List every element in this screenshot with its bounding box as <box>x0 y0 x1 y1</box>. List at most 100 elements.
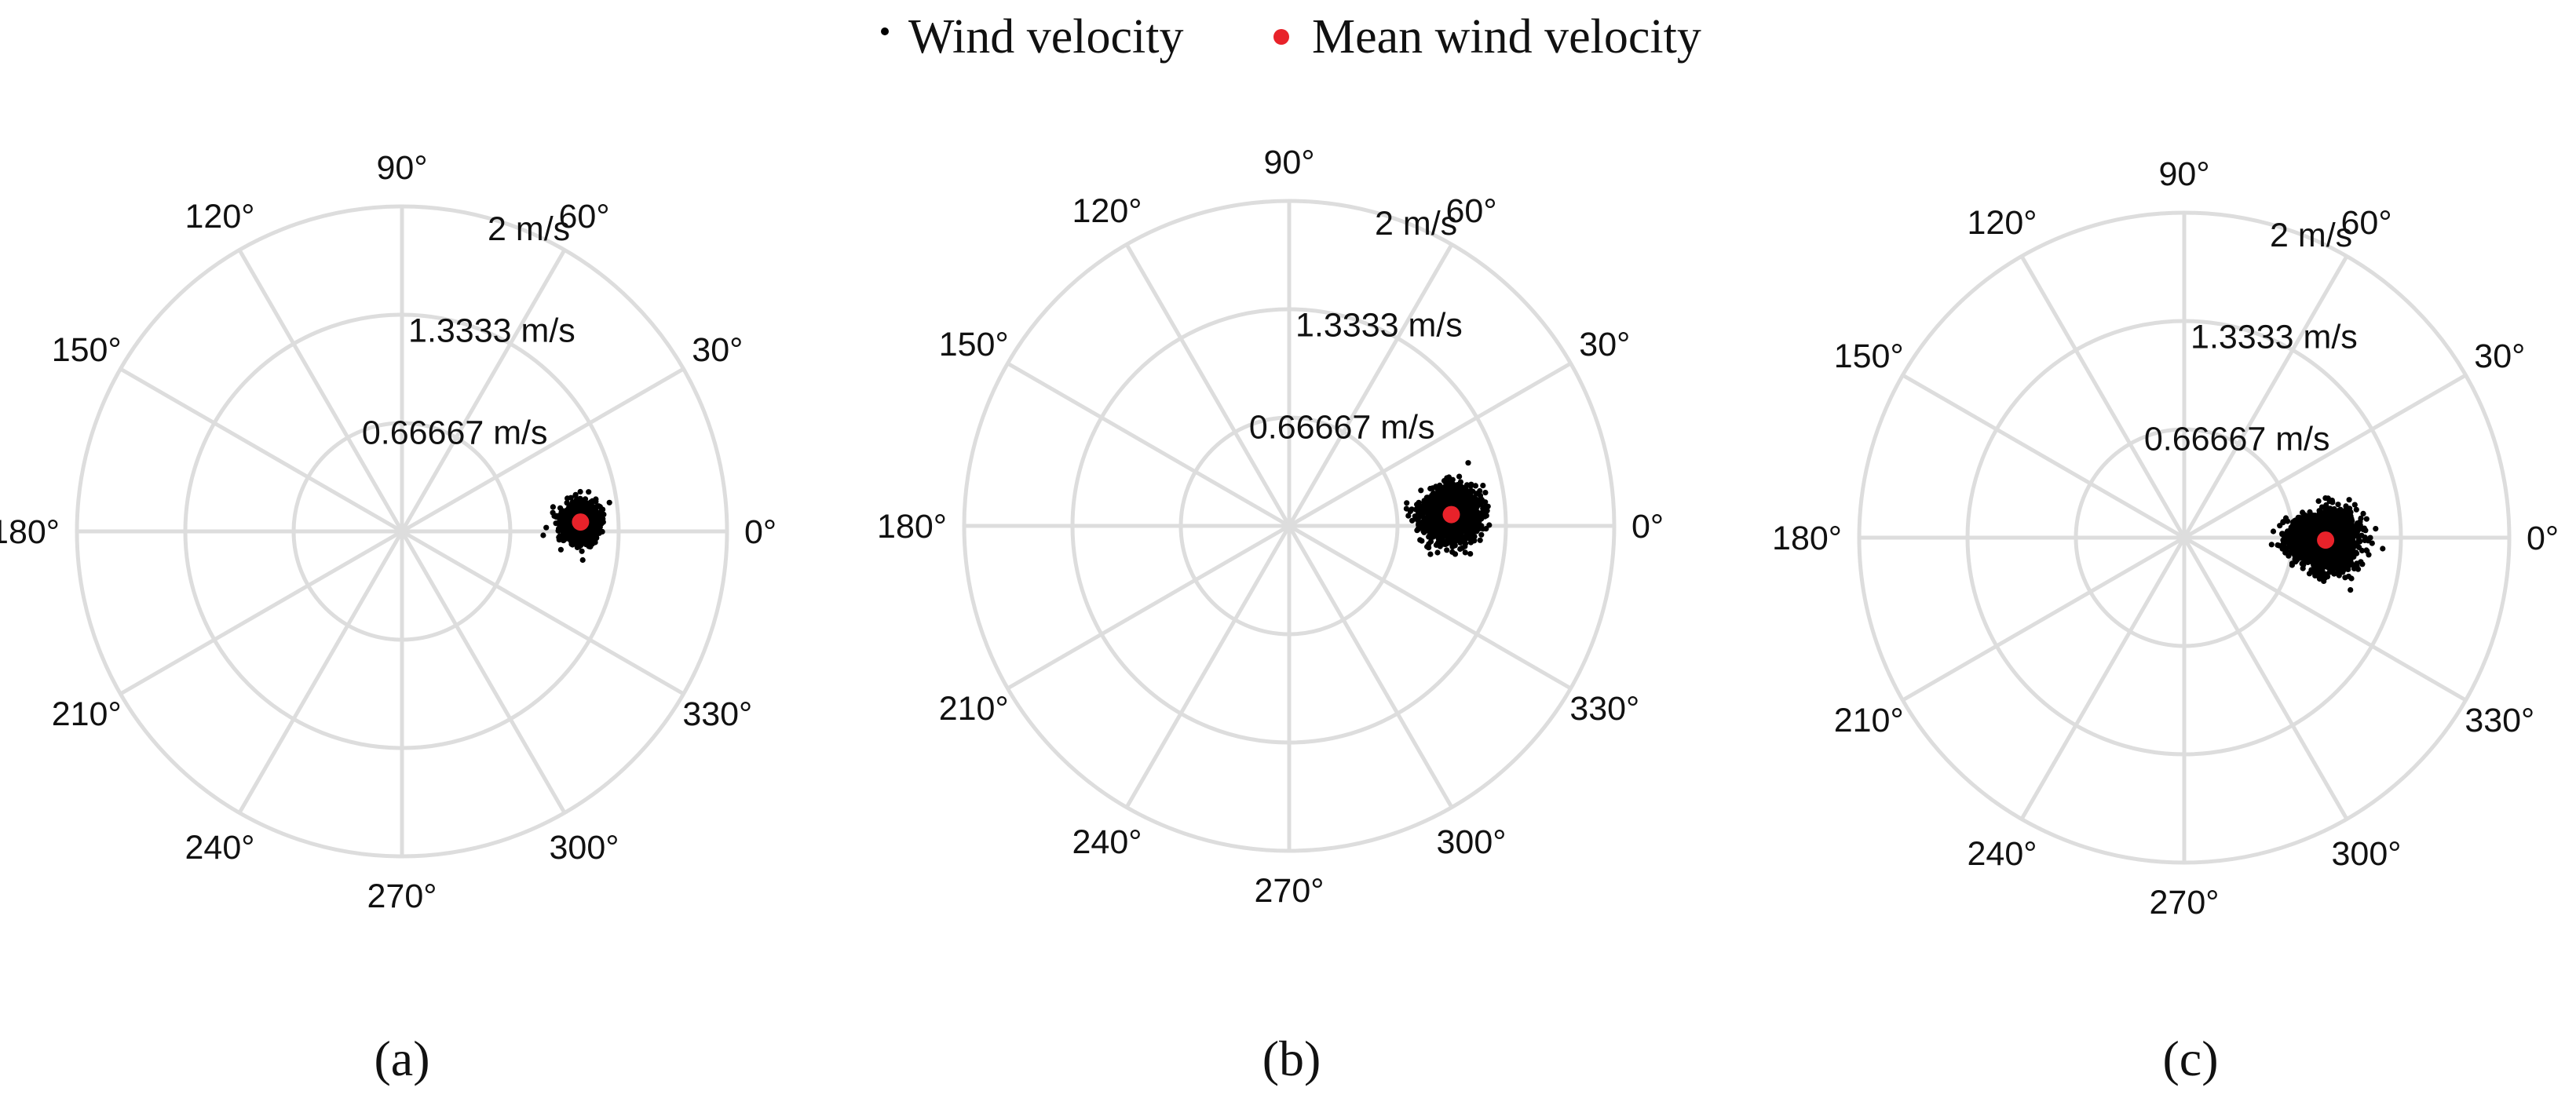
wind-velocity-point <box>1415 516 1421 522</box>
wind-velocity-point <box>550 504 557 510</box>
wind-velocity-point <box>1485 503 1491 509</box>
wind-velocity-point <box>586 489 592 495</box>
angular-grid-line <box>400 249 567 533</box>
wind-velocity-point <box>580 539 586 546</box>
angle-tick-label: 180° <box>0 513 60 551</box>
wind-velocity-point <box>1440 502 1447 508</box>
wind-velocity-point <box>590 504 597 510</box>
angular-grid-line <box>1007 361 1291 528</box>
angular-grid-line <box>1288 361 1572 528</box>
wind-velocity-point <box>2353 506 2359 513</box>
angle-tick-label: 30° <box>1579 326 1630 363</box>
legend: Wind velocity Mean wind velocity <box>881 10 1701 64</box>
radial-tick-label: 1.3333 m/s <box>1295 307 1463 345</box>
wind-velocity-point <box>1474 509 1481 515</box>
wind-velocity-point <box>582 502 588 508</box>
angular-grid-line <box>119 367 404 534</box>
angle-tick-label: 210° <box>52 695 122 733</box>
wind-velocity-point <box>601 511 607 518</box>
wind-velocity-point <box>1460 527 1467 533</box>
wind-velocity-point <box>1418 487 1424 494</box>
wind-velocity-point <box>1427 551 1434 557</box>
wind-velocity-point <box>1430 523 1437 530</box>
wind-velocity-point <box>1463 482 1471 488</box>
angular-grid-line <box>1902 373 2186 540</box>
wind-velocity-point <box>1474 503 1481 509</box>
wind-velocity-point <box>574 501 580 507</box>
wind-velocity-point <box>1426 528 1432 535</box>
angular-grid-line <box>1287 243 1454 527</box>
angle-tick-label: 90° <box>376 149 427 187</box>
wind-velocity-point <box>562 531 568 538</box>
wind-velocity-point <box>1430 485 1436 491</box>
wind-velocity-point <box>1426 545 1432 551</box>
wind-velocity-point <box>1434 549 1441 556</box>
radial-tick-label: 1.3333 m/s <box>408 312 575 350</box>
wind-velocity-point <box>543 524 550 531</box>
wind-velocity-point <box>1456 473 1463 480</box>
wind-velocity-point <box>568 528 574 535</box>
wind-velocity-point <box>566 504 572 510</box>
wind-velocity-point <box>1417 537 1423 543</box>
mean-wind-velocity-point <box>572 513 590 531</box>
wind-velocity-point <box>587 514 594 520</box>
wind-velocity-point <box>572 509 579 515</box>
wind-velocity-point <box>1456 491 1463 498</box>
wind-velocity-point <box>561 525 568 531</box>
wind-velocity-point <box>1446 491 1452 498</box>
wind-velocity-point <box>1465 460 1471 466</box>
wind-velocity-point <box>1478 531 1485 538</box>
legend-marker-wind-velocity <box>881 27 889 35</box>
angular-grid-line <box>400 530 567 814</box>
panel-label: (b) <box>1262 1031 1321 1086</box>
radial-tick-label: 2 m/s <box>488 210 570 248</box>
mean-wind-velocity-point <box>1442 505 1460 524</box>
angle-tick-label: 0° <box>744 513 776 551</box>
wind-velocity-point <box>1424 502 1431 509</box>
wind-velocity-point <box>587 534 594 540</box>
wind-velocity-points <box>1403 460 1493 557</box>
wind-velocity-point <box>1452 487 1459 493</box>
polar-panel-c: 0°30°60°90°120°150°180°210°240°270°300°3… <box>1772 155 2559 1086</box>
wind-velocity-point <box>1473 527 1479 534</box>
wind-velocity-point <box>1480 483 1486 489</box>
wind-velocity-point <box>1426 518 1432 524</box>
wind-velocity-point <box>2373 526 2379 532</box>
wind-velocity-point <box>590 524 597 530</box>
wind-velocity-point <box>557 524 563 530</box>
angle-tick-label: 300° <box>1437 823 1507 861</box>
angle-tick-label: 240° <box>1072 823 1142 861</box>
wind-velocity-point <box>2363 516 2370 522</box>
angular-grid-line <box>2019 255 2187 539</box>
angle-tick-label: 270° <box>1255 872 1325 910</box>
wind-velocity-point <box>1409 517 1416 524</box>
wind-velocity-point <box>1445 474 1452 480</box>
panel-label: (a) <box>374 1031 429 1086</box>
angular-grid-line <box>400 529 685 696</box>
wind-velocity-point <box>1458 518 1464 525</box>
legend-label-wind-velocity: Wind velocity <box>908 10 1183 64</box>
wind-velocity-point <box>1452 498 1459 504</box>
angular-grid-line <box>1124 243 1292 527</box>
wind-velocity-point <box>565 515 572 521</box>
wind-velocity-point <box>1471 513 1478 520</box>
wind-velocity-point <box>600 516 606 522</box>
angular-grid-line <box>119 529 404 696</box>
wind-velocity-point <box>1467 520 1474 527</box>
wind-velocity-point <box>578 507 584 513</box>
wind-velocity-point <box>1427 538 1434 545</box>
angular-grid-line <box>237 249 404 533</box>
wind-velocity-point <box>1477 537 1483 543</box>
wind-velocity-point <box>590 519 597 525</box>
wind-velocity-point <box>557 546 565 553</box>
wind-velocity-point <box>1414 527 1420 534</box>
polar-panel-a: 0°30°60°90°120°150°180°210°240°270°300°3… <box>0 149 776 1086</box>
wind-velocity-point <box>600 506 606 513</box>
angular-grid-line <box>2182 255 2349 539</box>
wind-velocity-point <box>1438 526 1444 532</box>
wind-velocity-point <box>540 532 546 538</box>
angle-tick-label: 330° <box>682 695 752 733</box>
wind-velocity-point <box>1449 549 1456 555</box>
wind-velocity-point <box>1433 509 1439 515</box>
